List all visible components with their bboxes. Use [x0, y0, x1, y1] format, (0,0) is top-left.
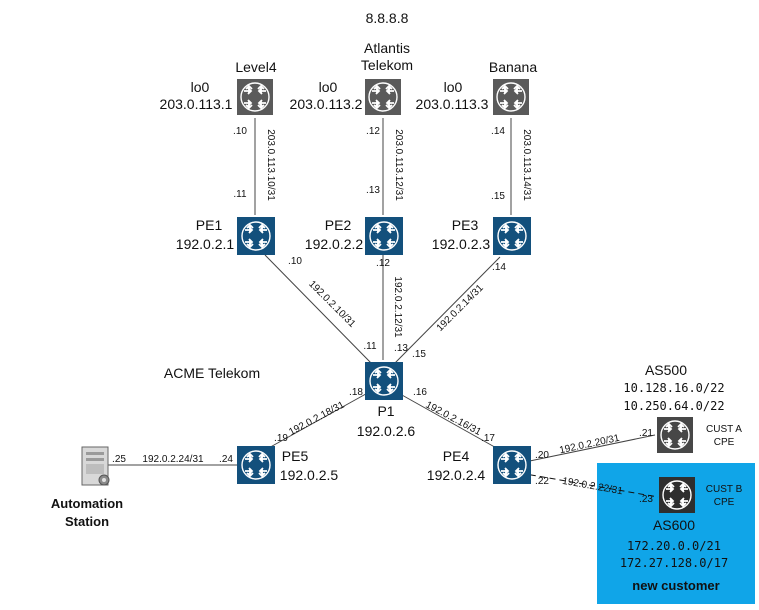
if-banana-a: .14 — [491, 126, 505, 137]
router-pe1-icon[interactable] — [237, 217, 275, 255]
link-pe2-p1-subnet: 192.0.2.12/31 — [392, 276, 403, 338]
link-p1-pe4 — [392, 389, 501, 451]
atlantis-name-line1: Atlantis — [364, 40, 410, 56]
if-p1-pe4-b: .17 — [481, 433, 495, 444]
as600-prefix1: 172.20.0.0/21 — [627, 539, 721, 553]
router-custb-icon[interactable] — [659, 477, 695, 513]
router-pe5-icon[interactable] — [237, 446, 275, 484]
router-atlantis-icon[interactable] — [365, 79, 401, 115]
custb-label1: CUST B — [706, 484, 743, 495]
as600-prefix2: 172.27.128.0/17 — [620, 556, 728, 570]
if-pe5-auto-b: .25 — [112, 454, 126, 465]
router-banana-icon[interactable] — [493, 79, 529, 115]
router-p1-icon[interactable] — [365, 362, 403, 400]
level4-name: Level4 — [235, 59, 276, 75]
automation-line2: Station — [65, 514, 109, 529]
router-level4-icon[interactable] — [237, 79, 273, 115]
link-p1-pe4-subnet: 192.0.2.16/31 — [424, 400, 484, 439]
p1-ip: 192.0.2.6 — [357, 423, 416, 439]
banana-name: Banana — [489, 59, 537, 75]
level4-ip: 203.0.113.1 — [160, 96, 233, 112]
link-banana-pe3-subnet: 203.0.113.14/31 — [521, 129, 532, 201]
as600-name: AS600 — [653, 517, 695, 533]
if-pe1-p1-a: .10 — [288, 256, 302, 267]
as-label: ACME Telekom — [164, 365, 260, 381]
as500-prefix2: 10.250.64.0/22 — [623, 399, 724, 413]
pe3-ip: 192.0.2.3 — [432, 236, 491, 252]
if-atlantis-b: .13 — [366, 185, 380, 196]
automation-line1: Automation — [51, 496, 123, 511]
pe5-ip: 192.0.2.5 — [280, 467, 339, 483]
p1-name: P1 — [377, 403, 394, 419]
atlantis-lo-label: lo0 — [319, 79, 338, 95]
link-p1-pe5-subnet: 192.0.2.18/31 — [287, 399, 347, 438]
pe3-name: PE3 — [452, 217, 479, 233]
pe4-ip: 192.0.2.4 — [427, 467, 486, 483]
if-p1-pe5-b: .19 — [274, 433, 288, 444]
if-pe4-ca-b: .21 — [639, 428, 653, 439]
if-pe2-p1-b: .13 — [394, 343, 408, 354]
pe1-name: PE1 — [196, 217, 223, 233]
atlantis-name-line2: Telekom — [361, 57, 413, 73]
as500-name: AS500 — [645, 362, 687, 378]
router-custa-icon[interactable] — [657, 417, 693, 453]
if-p1-pe4-a: .16 — [413, 387, 427, 398]
level4-lo-label: lo0 — [191, 79, 210, 95]
banana-lo-label: lo0 — [444, 79, 463, 95]
if-banana-b: .15 — [491, 191, 505, 202]
if-pe5-auto-a: .24 — [219, 454, 233, 465]
pe1-ip: 192.0.2.1 — [176, 236, 235, 252]
internet-label: 8.8.8.8 — [366, 10, 409, 26]
if-pe1-p1-b: .11 — [363, 341, 377, 352]
if-level4-b: .11 — [233, 189, 247, 200]
pe5-name: PE5 — [282, 448, 309, 464]
if-p1-pe5-a: .18 — [349, 387, 363, 398]
link-pe5-automation-subnet: 192.0.2.24/31 — [142, 454, 204, 465]
link-level4-pe1-subnet: 203.0.113.10/31 — [265, 129, 276, 201]
router-pe3-icon[interactable] — [493, 217, 531, 255]
router-pe4-icon[interactable] — [493, 446, 531, 484]
as600-note: new customer — [632, 578, 719, 593]
if-pe3-p1-a: .14 — [492, 262, 506, 273]
link-pe4-custa-subnet: 192.0.2.20/31 — [558, 433, 621, 457]
pe4-name: PE4 — [443, 448, 470, 464]
atlantis-ip: 203.0.113.2 — [290, 96, 363, 112]
banana-ip: 203.0.113.3 — [416, 96, 489, 112]
router-pe2-icon[interactable] — [365, 217, 403, 255]
link-atlantis-pe2-subnet: 203.0.113.12/31 — [393, 129, 404, 201]
if-pe4-cb-a: .22 — [535, 476, 549, 487]
pe2-ip: 192.0.2.2 — [305, 236, 364, 252]
custa-label1: CUST A — [706, 424, 742, 435]
link-p1-pe5 — [264, 389, 374, 451]
if-level4-a: .10 — [233, 126, 247, 137]
as500-prefix1: 10.128.16.0/22 — [623, 381, 724, 395]
link-pe1-p1 — [264, 254, 374, 366]
if-atlantis-a: .12 — [366, 126, 380, 137]
if-pe4-ca-a: .20 — [535, 450, 549, 461]
custb-label2: CPE — [714, 497, 735, 508]
server-icon[interactable] — [81, 446, 110, 486]
link-pe3-p1-subnet: 192.0.2.14/31 — [435, 282, 486, 333]
if-pe3-p1-b: .15 — [412, 349, 426, 360]
link-pe3-p1 — [392, 256, 501, 366]
if-pe4-cb-b: .23 — [639, 494, 653, 505]
pe2-name: PE2 — [325, 217, 352, 233]
link-pe4-custb — [519, 472, 659, 498]
if-pe2-p1-a: .12 — [376, 258, 390, 269]
link-pe4-custa — [519, 434, 656, 464]
custa-label2: CPE — [714, 437, 735, 448]
